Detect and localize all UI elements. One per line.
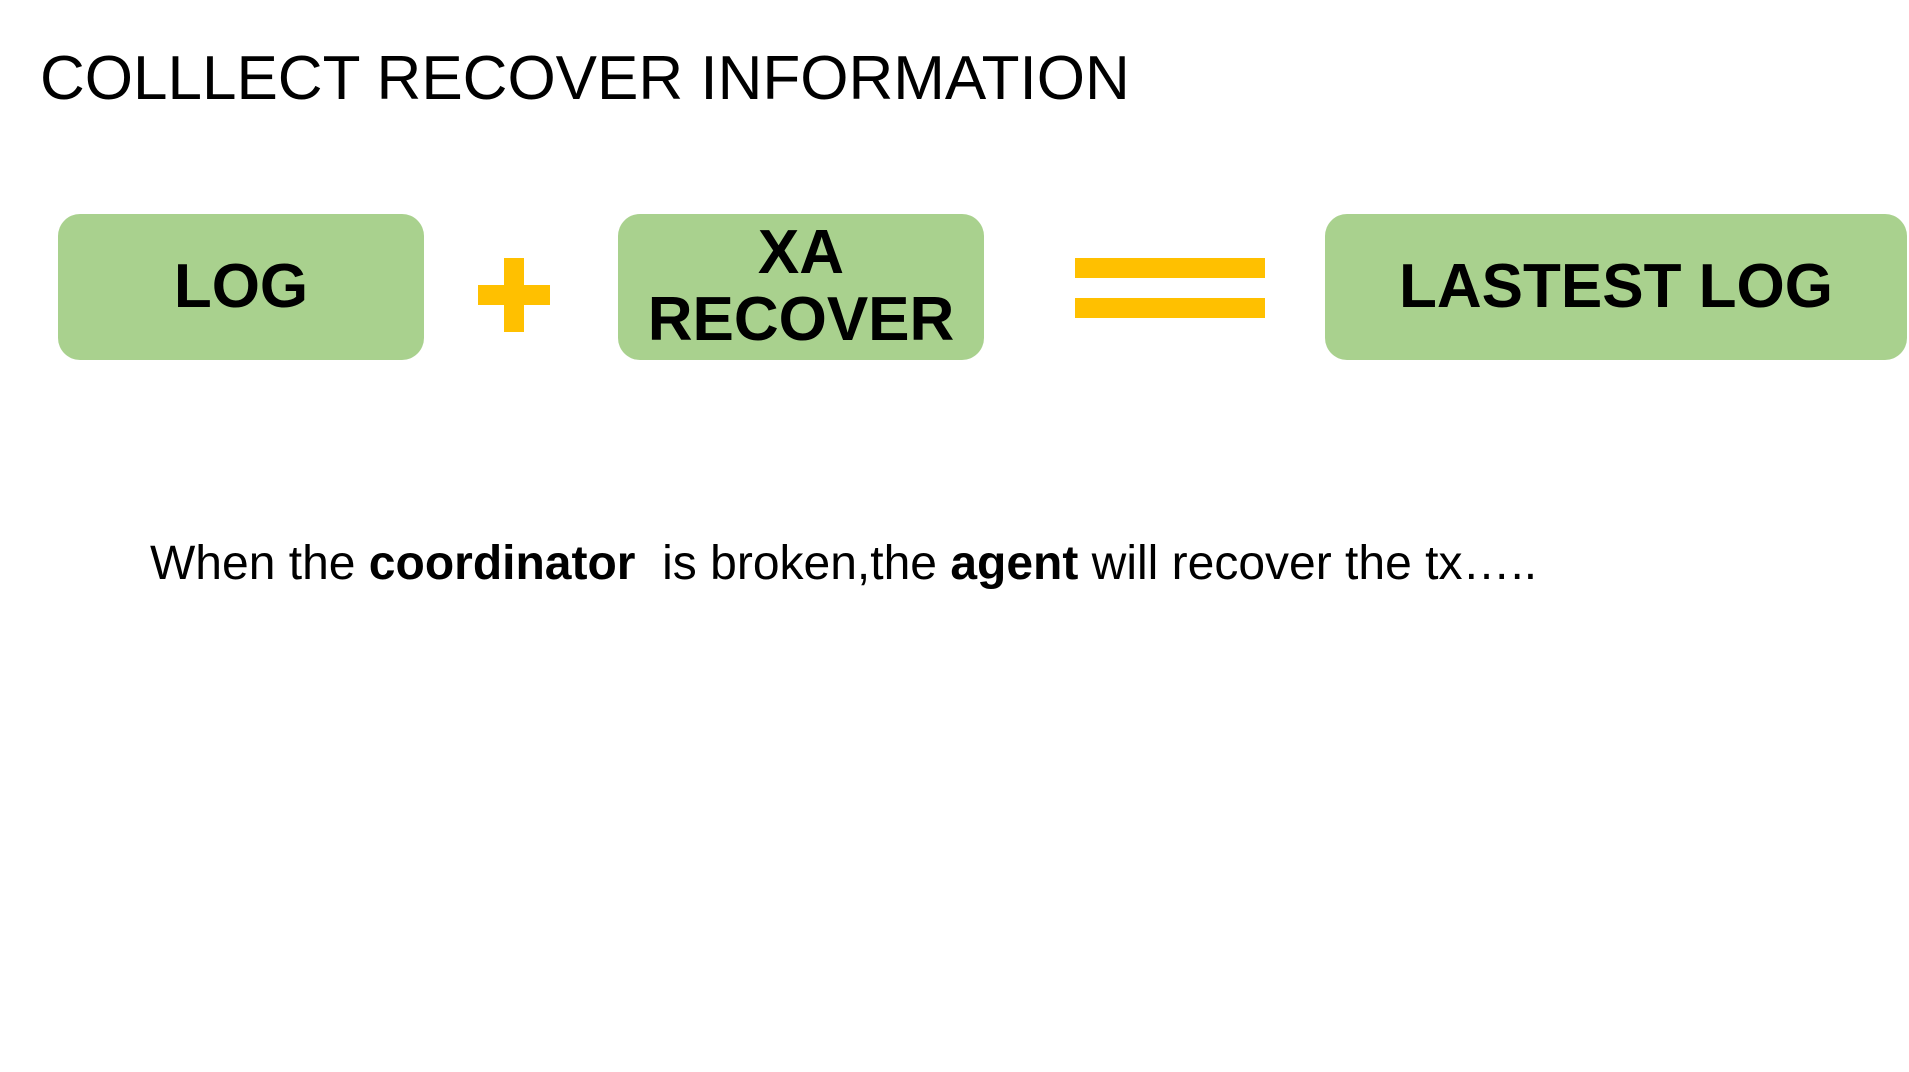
xa-recover-label-line2: RECOVER — [647, 285, 955, 354]
caption-part1: When the — [150, 537, 369, 590]
caption: When the coordinator is broken,the agent… — [150, 535, 1537, 593]
caption-part2: is broken,the — [635, 537, 951, 590]
plus-icon-vertical — [504, 258, 524, 332]
equals-icon — [1075, 258, 1265, 318]
xa-recover-box: XA RECOVER — [618, 214, 984, 360]
equals-icon-top-bar — [1075, 258, 1265, 278]
caption-part3: will recover the tx….. — [1078, 537, 1538, 590]
log-box-label: LOG — [173, 251, 309, 321]
log-box: LOG — [58, 214, 424, 360]
latest-log-box-label: LASTEST LOG — [1399, 251, 1833, 321]
caption-agent: agent — [950, 537, 1079, 590]
equals-icon-bottom-bar — [1075, 298, 1265, 318]
xa-recover-label-line1: XA — [757, 218, 845, 288]
plus-icon — [478, 258, 550, 332]
latest-log-box: LASTEST LOG — [1325, 214, 1907, 360]
caption-coordinator: coordinator — [368, 537, 636, 590]
slide-title: COLLLECT RECOVER INFORMATION — [40, 44, 1130, 113]
